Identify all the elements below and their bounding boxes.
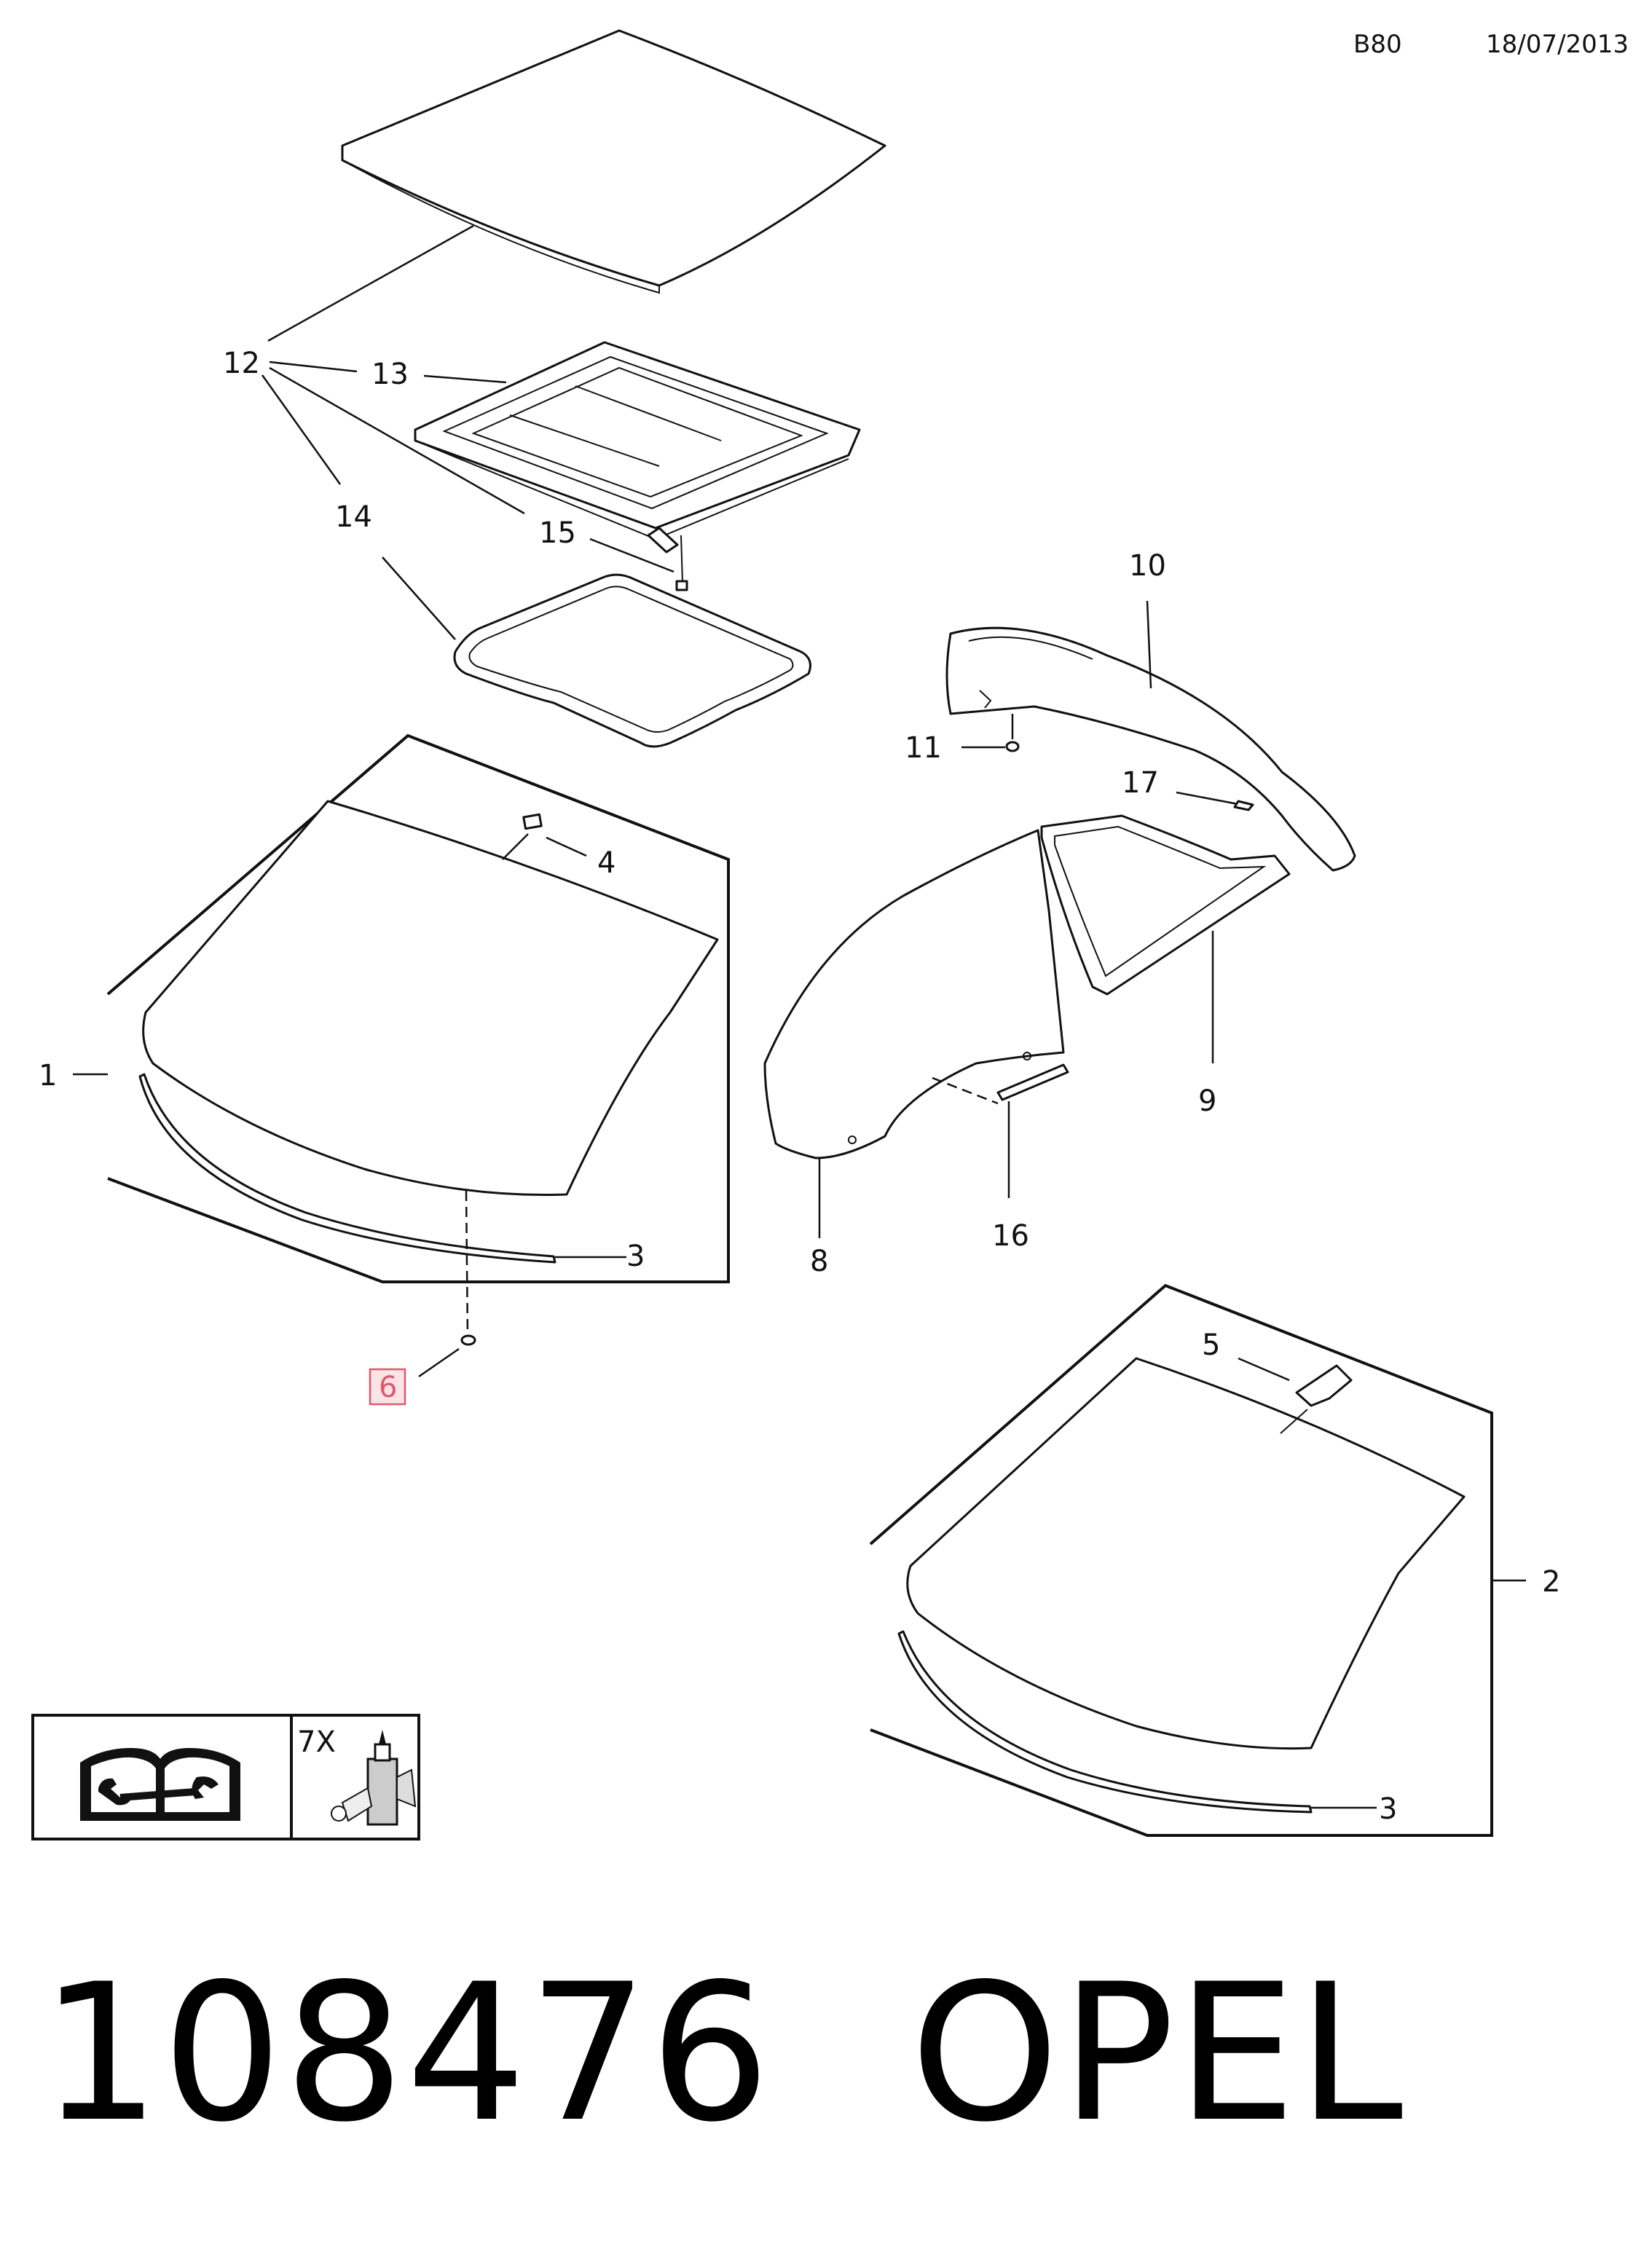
windshield-group-1: [73, 733, 730, 1378]
callout-10: 10: [1129, 549, 1166, 583]
callout-3-top: 3: [626, 1240, 645, 1273]
callout-9: 9: [1198, 1084, 1216, 1118]
rear-quarter-trim-10: [945, 600, 1356, 872]
diagram-code: B80: [1353, 30, 1402, 59]
callout-8: 8: [810, 1245, 828, 1278]
callout-16: 16: [992, 1219, 1029, 1253]
callout-4: 4: [597, 846, 615, 880]
door-glass-8: [763, 829, 1065, 1238]
legend-box: 7X: [31, 1714, 420, 1841]
brand-name: OPEL: [910, 1944, 1405, 2164]
screw-15: [675, 535, 688, 591]
sunroof-seal: [453, 573, 811, 748]
legend-quantity: 7X: [297, 1725, 336, 1759]
strip-17: [1233, 800, 1254, 811]
callout-14: 14: [335, 500, 372, 534]
part-number: 108476: [40, 1944, 772, 2164]
quarter-window-9: [1040, 814, 1291, 1063]
diagram-date: 18/07/2013: [1486, 30, 1629, 59]
callout-6-highlight: [369, 1368, 406, 1406]
repair-manual-icon: [80, 1748, 240, 1821]
callout-2: 2: [1542, 1565, 1560, 1599]
windshield-group-2: [869, 1283, 1526, 1837]
callout-12: 12: [223, 347, 260, 380]
callout-17: 17: [1122, 766, 1159, 800]
callout-15: 15: [539, 516, 576, 550]
callout-1: 1: [39, 1059, 57, 1093]
callout-5: 5: [1202, 1328, 1220, 1362]
roof-panel: [341, 29, 886, 294]
moulding-16: [996, 1063, 1069, 1198]
sunroof-frame: [414, 341, 861, 554]
adhesive-bottle-icon: [331, 1730, 417, 1826]
callout-3-bottom: 3: [1379, 1792, 1397, 1826]
callout-11: 11: [905, 731, 942, 765]
callout-6: 6: [379, 1371, 397, 1404]
callout-13: 13: [371, 358, 409, 391]
